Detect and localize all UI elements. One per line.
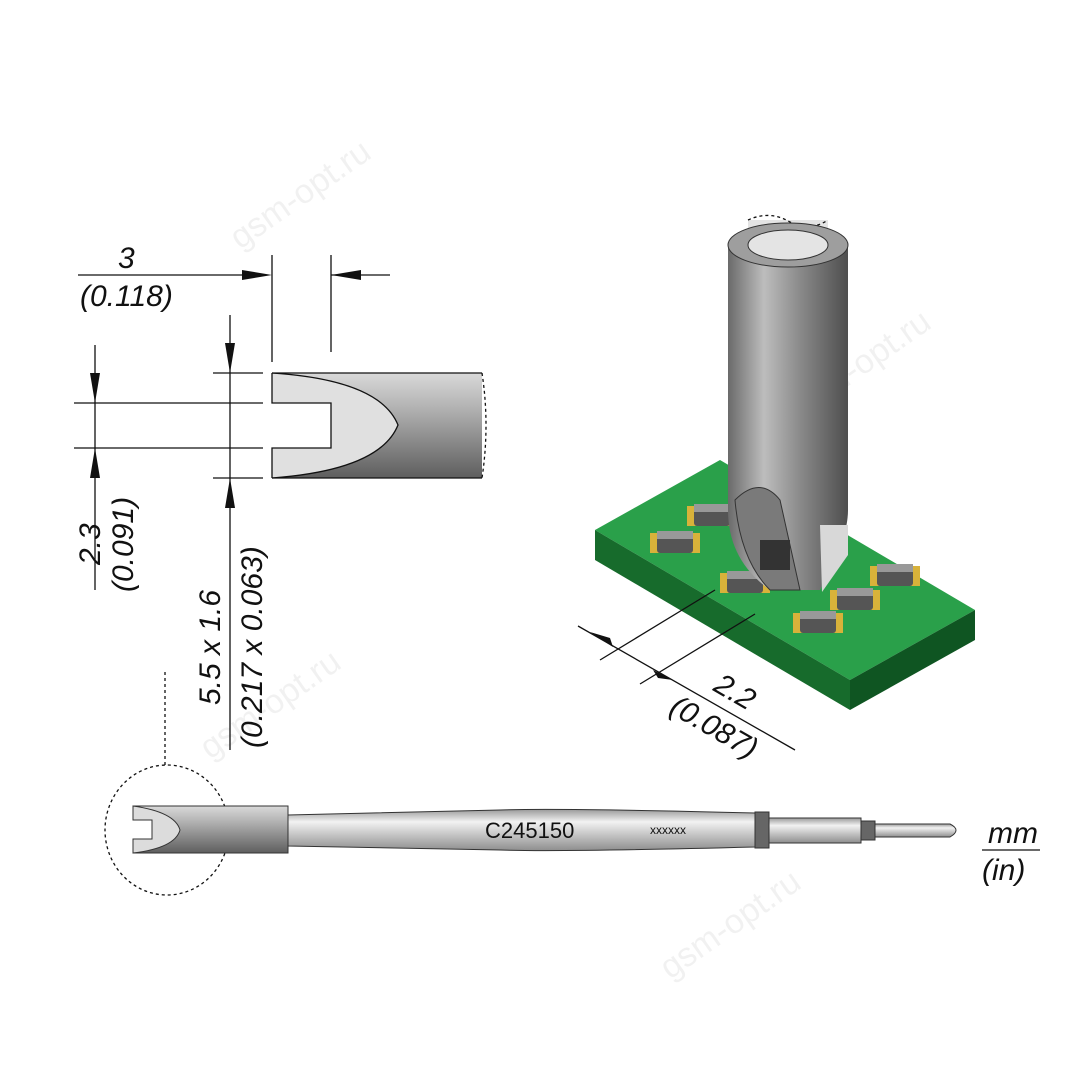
serial-number: xxxxxx [650,823,686,837]
component-label-in: (0.217 x 0.063) [236,546,269,748]
svg-text:gsm-opt.ru: gsm-opt.ru [223,132,378,256]
width-label-in: (0.118) [80,280,173,313]
component-label-mm: 5.5 x 1.6 [194,590,227,705]
smd-components [650,504,920,633]
slot-dimension: 2.3 (0.091) [74,345,263,592]
unit-secondary: (in) [982,854,1025,887]
width-label-mm: 3 [118,242,135,275]
svg-text:gsm-opt.ru: gsm-opt.ru [653,862,808,986]
tip-side-view: C245150 xxxxxx [104,672,957,896]
width-dimension: 3 (0.118) [78,242,390,362]
tip-3d [727,214,849,592]
slot-label-mm: 2.3 [74,523,107,566]
part-number: C245150 [485,818,574,843]
component-dimension: 5.5 x 1.6 (0.217 x 0.063) [194,315,269,750]
unit-primary: mm [988,817,1038,850]
tip-detail-view [271,372,487,479]
units-legend: mm (in) [982,817,1040,887]
slot-label-in: (0.091) [107,497,140,592]
